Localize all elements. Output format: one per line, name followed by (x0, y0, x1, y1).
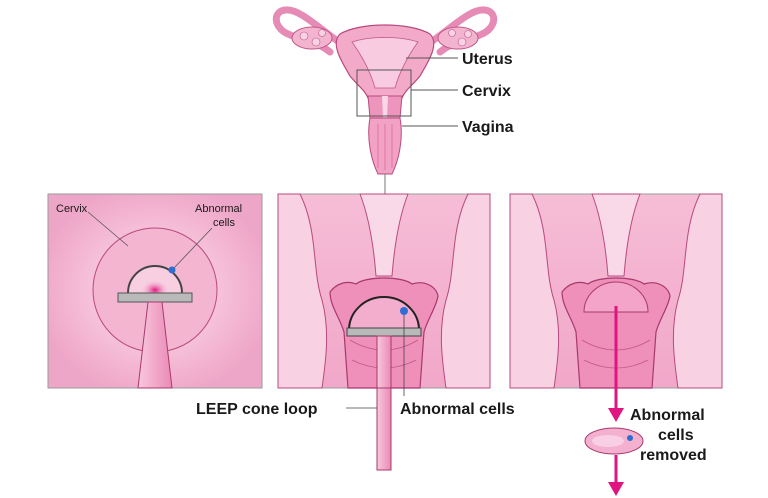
removed-label-line1: Abnormal (630, 407, 705, 424)
removed-label-line2: cells (658, 427, 694, 444)
removed-label-line3: removed (640, 447, 707, 464)
panel1-cervix-label: Cervix (56, 203, 88, 215)
panel2-loop-wire (348, 296, 420, 331)
uterus-label: Uterus (462, 51, 513, 68)
panel-cervix-closeup: Cervix Abnormal cells (47, 193, 263, 389)
panel1-abnormal-cell (168, 266, 176, 274)
panel1-abnormal-label-line1: Abnormal (195, 203, 242, 215)
panel1-abnormal-label-line2: cells (213, 217, 236, 229)
ovary-left (291, 26, 333, 50)
vagina-label: Vagina (462, 119, 514, 136)
leep-cone-loop-label: LEEP cone loop (196, 401, 318, 418)
cervix-label: Cervix (462, 83, 511, 100)
panel-leep-loop (277, 193, 491, 389)
removal-arrow-head-1 (608, 408, 624, 422)
leep-rod-extension (376, 387, 392, 471)
panel2-abnormal-cell (400, 307, 408, 315)
removal-arrow-head-2 (608, 482, 624, 496)
uterus-anatomy (272, 6, 498, 194)
abnormal-cells-label: Abnormal cells (400, 401, 515, 418)
removed-abnormal-cell (627, 435, 633, 441)
panel2-loop-handle (376, 335, 392, 389)
panel1-loop-dome (127, 265, 183, 294)
panel1-loop-handle (137, 301, 173, 389)
cervix-highlight-box (356, 69, 412, 117)
panel1-loop-bar (117, 292, 193, 303)
ovary-right (437, 26, 479, 50)
panel2-loop-bar (346, 327, 422, 337)
panel3-cone-removed-area (583, 281, 649, 313)
